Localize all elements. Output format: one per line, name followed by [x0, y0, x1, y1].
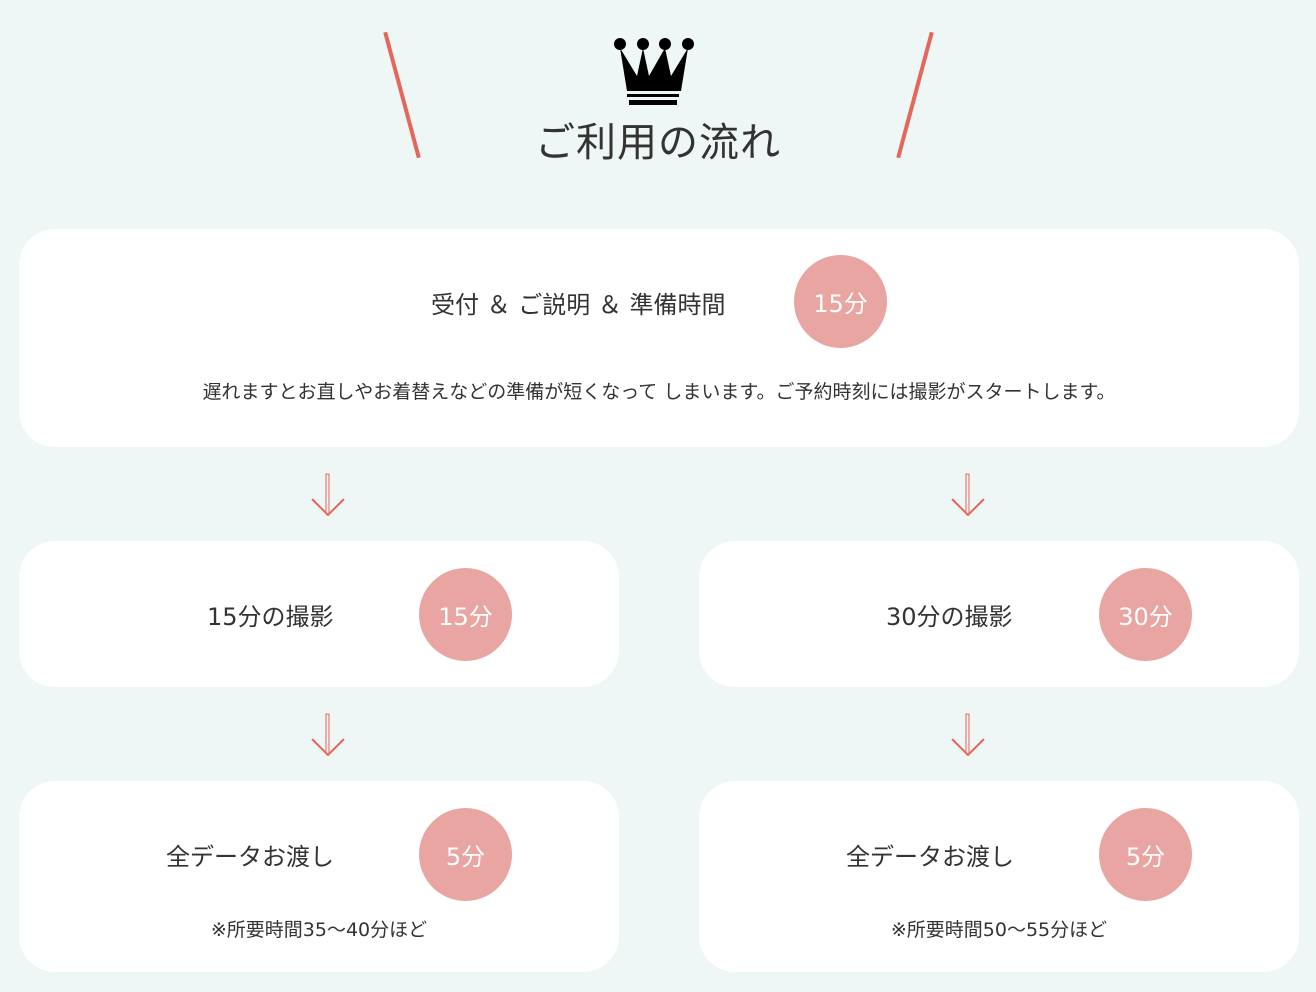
arrow-down-icon: [951, 713, 985, 757]
step-label: 全データお渡し: [846, 843, 1014, 871]
total-time-note: ※所要時間50〜55分ほど: [890, 919, 1108, 941]
arrow-down-icon: [311, 473, 345, 517]
step-label: 15分の撮影: [207, 603, 334, 631]
total-time-note: ※所要時間35〜40分ほど: [210, 919, 428, 941]
shoot-30-card: 30分の撮影 30分: [699, 541, 1299, 687]
step-label: 受付 ＆ ご説明 ＆ 準備時間: [431, 291, 726, 319]
duration-badge: 15分: [419, 568, 512, 661]
duration-badge: 30分: [1099, 568, 1192, 661]
page-title: ご利用の流れ: [535, 120, 781, 166]
step-note: 遅れますとお直しやお着替えなどの準備が短くなって しまいます。ご予約時刻には撮影…: [202, 381, 1116, 403]
duration-badge: 15分: [794, 255, 887, 348]
step-label: 全データお渡し: [166, 843, 334, 871]
duration-badge: 5分: [419, 808, 512, 901]
delivery-card-right: 全データお渡し 5分 ※所要時間50〜55分ほど: [699, 781, 1299, 972]
step-label: 30分の撮影: [886, 603, 1013, 631]
step-reception-card: 受付 ＆ ご説明 ＆ 準備時間 15分 遅れますとお直しやお着替えなどの準備が短…: [19, 229, 1299, 447]
crown-icon: [614, 38, 694, 105]
shoot-15-card: 15分の撮影 15分: [19, 541, 619, 687]
arrow-down-icon: [311, 713, 345, 757]
arrow-down-icon: [951, 473, 985, 517]
duration-badge: 5分: [1099, 808, 1192, 901]
delivery-card-left: 全データお渡し 5分 ※所要時間35〜40分ほど: [19, 781, 619, 972]
